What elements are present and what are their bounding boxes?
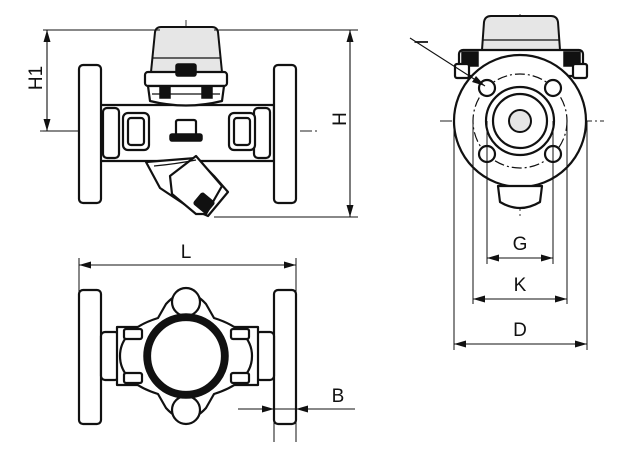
h1-arrow-bottom — [43, 119, 51, 131]
right-boss-inner — [232, 116, 252, 147]
left-boss-inner — [126, 116, 146, 147]
tab-bottom-left — [122, 371, 144, 385]
i-leader-arrow — [472, 76, 485, 86]
h-arrow-bottom — [346, 205, 354, 217]
left-flange — [77, 63, 103, 205]
bonnet-bolt-left — [159, 85, 171, 99]
right-flange — [272, 63, 298, 205]
h-label: H — [330, 112, 351, 126]
stem-collar — [169, 133, 203, 142]
bore-inner — [508, 109, 532, 133]
d-arrow-left — [454, 340, 466, 348]
strainer-edge — [153, 159, 197, 167]
i-leader-line — [409, 37, 486, 87]
b-label: B — [332, 386, 345, 407]
k-arrow-left — [473, 295, 485, 303]
g-arrow-left — [487, 254, 499, 262]
right-neck — [252, 106, 272, 160]
bonnet-hole-bottom — [170, 394, 202, 426]
front-view: H1 H — [26, 20, 358, 218]
k-label: K — [514, 275, 527, 296]
bolt-hole-top-right — [543, 78, 563, 98]
left-neck — [101, 106, 121, 160]
d-label: D — [513, 320, 527, 341]
l-arrow-left — [79, 261, 91, 269]
h1-arrow-top — [43, 30, 51, 42]
i-label: I — [412, 39, 433, 44]
h-arrow-top — [346, 30, 354, 42]
g-arrow-right — [541, 254, 553, 262]
l-arrow-right — [284, 261, 296, 269]
b-arrow-right — [296, 405, 308, 413]
top-right-flange — [272, 288, 298, 426]
side-cap — [480, 15, 562, 51]
cap-nut — [175, 63, 197, 77]
d-arrow-right — [575, 340, 587, 348]
top-view: L B — [77, 242, 355, 442]
bonnet-bolt-right — [201, 85, 213, 99]
side-view: I G K D — [409, 14, 604, 350]
b-arrow-left — [262, 405, 274, 413]
side-nut-right — [571, 62, 589, 80]
top-left-flange — [77, 288, 103, 426]
tab-top-right — [229, 327, 251, 341]
tab-top-left — [122, 327, 144, 341]
h1-label: H1 — [26, 66, 47, 90]
actuator-cap — [149, 26, 224, 73]
bonnet-hole-top — [170, 286, 202, 318]
g-label: G — [513, 234, 528, 255]
bonnet-ring-inner — [148, 318, 224, 394]
k-arrow-right — [555, 295, 567, 303]
side-strainer-boss — [496, 184, 544, 210]
strainer-plug — [193, 192, 215, 214]
l-label: L — [181, 242, 192, 263]
tab-bottom-right — [229, 371, 251, 385]
